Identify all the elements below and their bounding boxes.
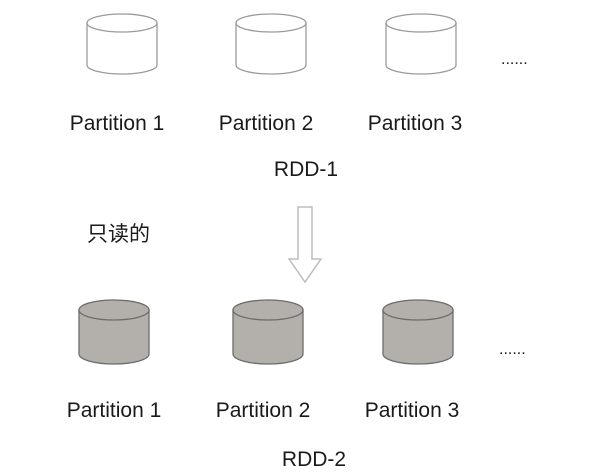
rdd1-partition-2-label: Partition 2	[218, 112, 314, 135]
rdd2-partition-1-cylinder	[78, 299, 150, 365]
read-only-label: 只读的	[87, 222, 150, 246]
rdd2-name-label: RDD-2	[281, 448, 347, 471]
rdd1-partition-3-cylinder	[385, 13, 457, 75]
rdd2-partition-2-label: Partition 2	[215, 399, 311, 422]
rdd2-partition-3-cylinder	[382, 299, 454, 365]
rdd2-partition-2-cylinder	[232, 299, 304, 365]
rdd1-partition-2-cylinder	[235, 13, 307, 75]
rdd1-name-label: RDD-1	[273, 158, 339, 181]
rdd2-partition-1-label: Partition 1	[66, 399, 162, 422]
rdd1-partition-1-label: Partition 1	[69, 112, 165, 135]
down-arrow-icon	[287, 206, 323, 284]
rdd1-partition-1-cylinder	[86, 13, 158, 75]
rdd1-partition-3-label: Partition 3	[367, 112, 463, 135]
rdd1-more-ellipsis: ......	[501, 51, 528, 68]
rdd2-more-ellipsis: ......	[499, 341, 526, 358]
rdd2-partition-3-label: Partition 3	[364, 399, 460, 422]
